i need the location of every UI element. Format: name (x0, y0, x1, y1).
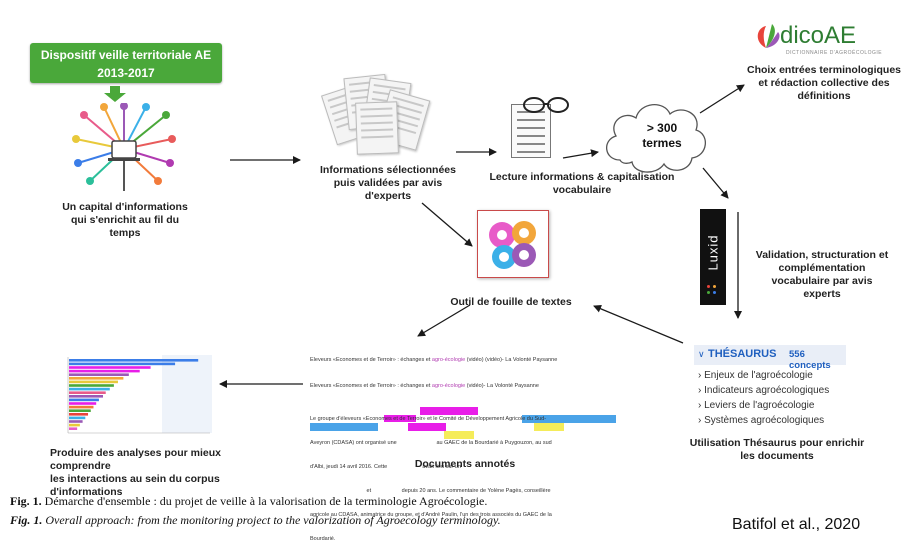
thesaurus-item: › Leviers de l'agroécologie (698, 400, 815, 411)
luxid-logo: Luxid (700, 209, 726, 305)
dicoae-leaf-icon (757, 24, 780, 48)
green-down-arrow-icon (104, 86, 126, 102)
chevron-right-icon: › (698, 400, 705, 411)
chart-bar (69, 391, 106, 394)
annotated-line-1: Eleveurs «Economes et de Terroir» : écha… (310, 357, 558, 363)
chart-bar (69, 395, 103, 398)
highlight-magenta-2 (384, 415, 416, 422)
chart-bar (69, 427, 78, 430)
dicoae-logo-text: dicoAE (780, 22, 857, 49)
luxid-logo-text: Luxid (705, 234, 721, 271)
chart-bar (69, 423, 80, 427)
cloud-label: > 300 termes (642, 121, 682, 150)
chevron-right-icon: › (698, 415, 705, 426)
chart-bar (69, 416, 86, 420)
choix-label: Choix entrées terminologiques et rédacti… (746, 64, 902, 102)
chart-bar (69, 398, 99, 402)
dicoae-logo-subtitle: DICTIONNAIRE D'AGROÉCOLOGIE (786, 50, 883, 56)
arrow-selected-to-outil (421, 202, 473, 247)
analyses-label: Produire des analyses pour mieux compren… (50, 447, 221, 498)
chart-bar (69, 384, 114, 387)
annotated-paragraph: Le groupe d'éleveurs «Economes et de Ter… (310, 416, 552, 542)
start-box: Dispositif veille territoriale AE 2013-2… (30, 43, 222, 83)
lecture-label: Lecture informations & capitalisation vo… (489, 171, 675, 196)
chart-bar (69, 413, 89, 416)
start-box-line2: 2013-2017 (97, 66, 155, 80)
chart-bar (69, 369, 140, 373)
highlight-yellow-1 (534, 423, 564, 431)
thesaurus-item: › Systèmes agroécologiques (698, 415, 825, 426)
glasses-icon (523, 97, 569, 113)
chart-bar (69, 373, 129, 376)
chart-bar (69, 409, 91, 412)
caption-french: Fig. 1. Démarche d'ensemble : du projet … (10, 494, 488, 508)
chart-bar (69, 387, 110, 391)
chart-bar (69, 380, 118, 384)
annotated-line-2: Eleveurs «Economes et de Terroir» : écha… (310, 383, 539, 389)
docs-label: Documents annotés (414, 458, 516, 470)
arrow-lecture-to-cloud (562, 149, 599, 159)
flow-arrows (219, 84, 745, 388)
chevron-right-icon: › (698, 385, 705, 396)
chart-bar (69, 377, 124, 380)
arrow-cloud-to-luxid (702, 167, 729, 199)
analysis-bar-chart (52, 355, 212, 443)
caption-english: Fig. 1. Overall approach: from the monit… (10, 513, 501, 527)
text-mining-tool-icon (477, 210, 549, 278)
chevron-down-icon: ∨ (698, 349, 705, 359)
chart-bar (69, 359, 199, 362)
thesaurus-count: 556 concepts (789, 349, 831, 371)
thesaurus-item: › Enjeux de l'agroécologie (698, 370, 813, 381)
thesaurus-use-label: Utilisation Thésaurus pour enrichir les … (689, 437, 865, 462)
arrow-cloud-to-dico (699, 84, 745, 114)
capital-label: Un capital d'informations qui s'enrichit… (62, 201, 188, 239)
highlight-blue-2 (310, 423, 378, 431)
highlight-blue-1 (522, 415, 616, 423)
chart-bar (69, 402, 97, 405)
chart-bar (69, 366, 151, 369)
chart-bar (69, 362, 176, 366)
arrow-outil-to-docs (417, 304, 471, 337)
outil-label: Outil de fouille de textes (450, 296, 572, 308)
thesaurus-title: THÉSAURUS (708, 348, 777, 360)
citation: Batifol et al., 2020 (732, 516, 861, 533)
chart-bar (69, 405, 94, 409)
thesaurus-header: ∨ THÉSAURUS 556 concepts (694, 345, 846, 371)
chevron-right-icon: › (698, 370, 705, 381)
highlight-magenta-1 (420, 407, 478, 415)
chart-plot-area (162, 355, 212, 433)
annotated-document: Eleveurs «Economes et de Terroir» : écha… (310, 352, 630, 542)
highlight-yellow-2 (444, 431, 474, 439)
validation-label: Validation, structuration et complémenta… (755, 249, 889, 300)
arrow-thesaurus-to-outil (593, 304, 684, 344)
thesaurus-item: › Indicateurs agroécologiques (698, 385, 830, 396)
thesaurus-panel: ∨ THÉSAURUS 556 concepts › Enjeux de l'a… (694, 345, 846, 429)
highlight-magenta-3 (408, 423, 446, 431)
start-box-line1: Dispositif veille territoriale AE (40, 48, 212, 62)
terms-cloud (606, 104, 706, 173)
selected-label: Informations sélectionnées puis validées… (320, 164, 456, 202)
chart-bar (69, 420, 83, 423)
paper-stack-icon (318, 68, 431, 160)
information-network-icon (72, 103, 176, 191)
